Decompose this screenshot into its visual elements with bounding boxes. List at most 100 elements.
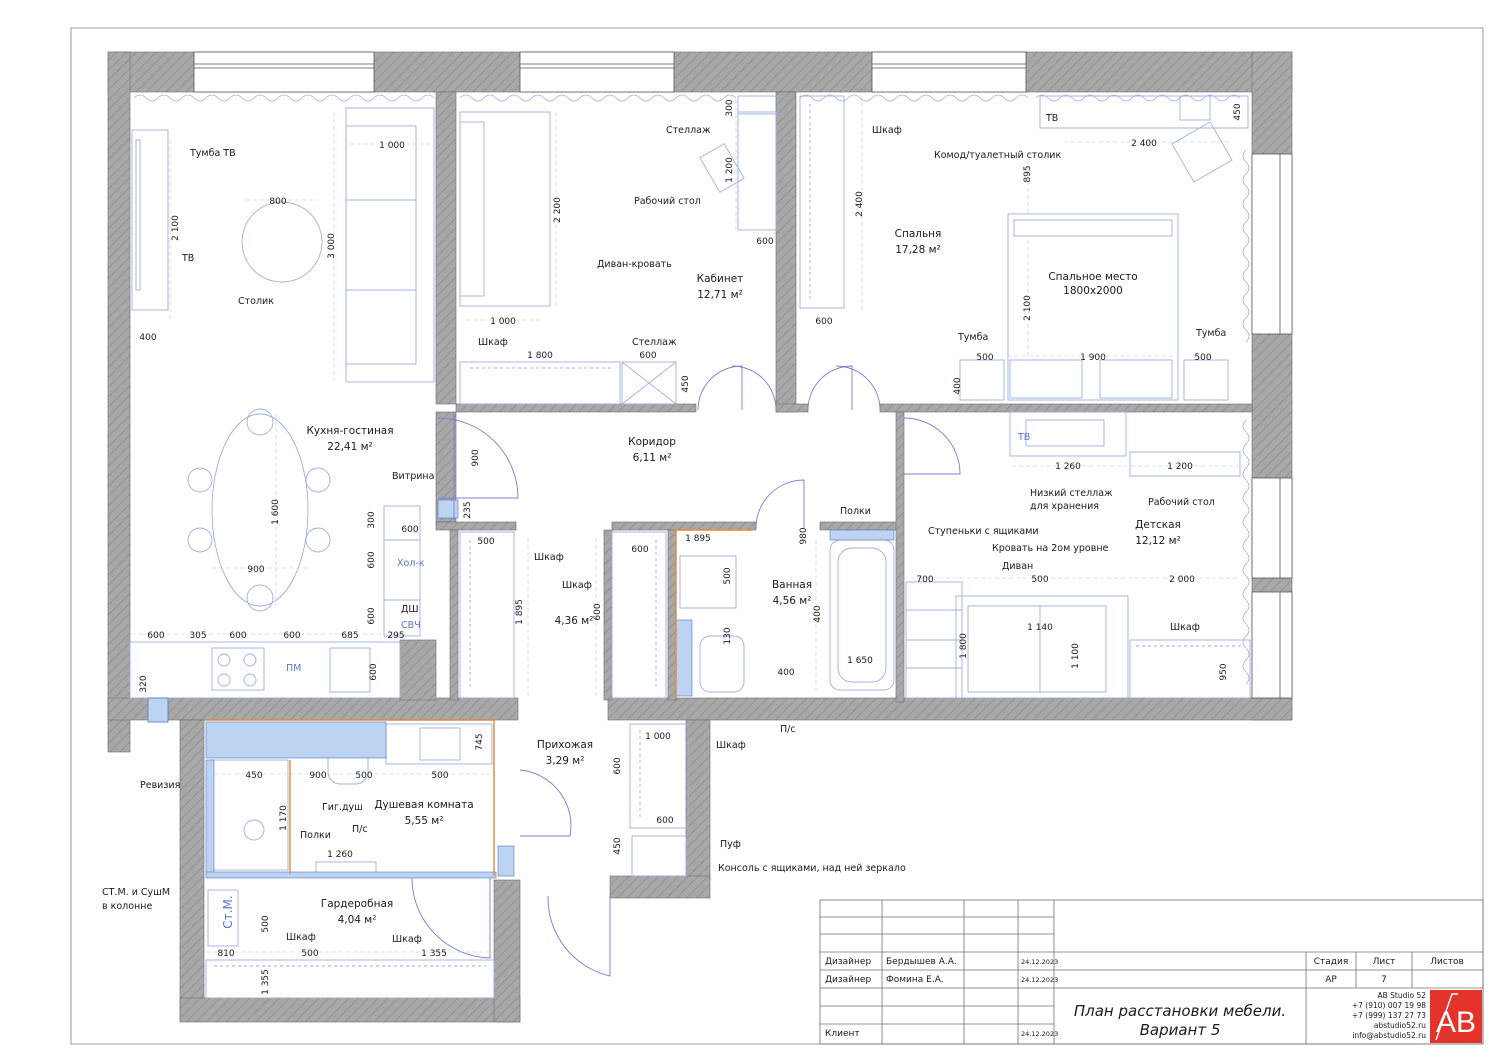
furniture-label: Тумба: [1195, 328, 1226, 339]
furniture-label: Хол-к: [397, 558, 425, 569]
stage-value: АР: [1325, 975, 1337, 985]
room-name: Гардеробная: [321, 898, 393, 910]
furniture-label: СВЧ: [401, 620, 421, 631]
dimension-value: 450: [245, 771, 262, 781]
furniture-label: Витрина: [392, 471, 434, 482]
dimension-value: 700: [916, 575, 933, 585]
dimension-value: 2 000: [1169, 575, 1195, 585]
dimension-value: 810: [217, 949, 234, 959]
dimension-value: 600: [369, 663, 379, 680]
furniture: [129, 95, 1251, 999]
room-area: 4,56 м²: [773, 595, 812, 607]
dimension-value: 1 800: [527, 351, 553, 361]
dimension-value: 500: [976, 353, 993, 363]
dimension-value: 450: [1233, 103, 1243, 120]
furniture-label: П/с: [780, 724, 796, 735]
dimension-value: 320: [139, 675, 149, 692]
dimension-value: 3 000: [327, 233, 337, 259]
dimension-value: 600: [401, 525, 418, 535]
furniture-label: Шкаф: [562, 580, 592, 591]
dimension-value: 600: [147, 631, 164, 641]
sheet-title-line2: Вариант 5: [1140, 1021, 1221, 1039]
room-area: 4,04 м²: [338, 914, 377, 926]
col-stage-header: Стадия: [1314, 957, 1349, 967]
furniture-label: Шкаф: [716, 740, 746, 751]
furniture-label: ДШ: [401, 604, 419, 615]
dimension-value: 600: [367, 551, 377, 568]
brand-logo: AB: [1430, 990, 1482, 1043]
tiles: [205, 499, 895, 879]
dimension-value: 500: [301, 949, 318, 959]
furniture-label: Рабочий стол: [1148, 497, 1215, 508]
dimension-value: 2 100: [171, 215, 181, 241]
dimension-value: 600: [639, 351, 656, 361]
dimension-value: 900: [247, 565, 264, 575]
dimension-value: 305: [189, 631, 206, 641]
dimension-value: 800: [269, 197, 286, 207]
furniture-label: ТВ: [1045, 113, 1058, 124]
room-name: Коридор: [628, 436, 676, 448]
furniture-label: Пуф: [720, 839, 741, 850]
furniture-label: СТ.М. и СушМ: [102, 887, 170, 898]
dimension-value: 600: [613, 757, 623, 774]
dimension-value: 600: [229, 631, 246, 641]
dimension-value: 900: [309, 771, 326, 781]
client-date: 24.12.2023: [1021, 1030, 1058, 1038]
furniture-label: Ст.М.: [221, 895, 235, 928]
column: [147, 697, 169, 723]
furniture-label: Шкаф: [392, 934, 422, 945]
furniture-label: Комод/туалетный столик: [934, 150, 1061, 161]
dimension-value: 500: [261, 915, 271, 932]
brand-logo-text: AB: [1436, 1006, 1476, 1039]
dimension-value: 1 650: [847, 656, 873, 666]
dimension-value: 600: [283, 631, 300, 641]
dimension-value: 300: [725, 99, 735, 116]
dimension-value: 500: [723, 567, 733, 584]
dimension-value: 235: [463, 501, 473, 518]
dimension-value: 400: [813, 605, 823, 622]
tile-edges: [204, 529, 752, 876]
dimension-value: 895: [1023, 165, 1033, 182]
dimension-value: 1 900: [1080, 353, 1106, 363]
title-block: Стадия Лист Листов АР 7 Дизайнер Бердыше…: [819, 899, 1484, 1045]
dimension-value: 2 100: [1023, 295, 1033, 321]
room-area: 12,12 м²: [1135, 535, 1181, 547]
dimension-value: 1 200: [725, 157, 735, 183]
dimension-value: 1 260: [327, 850, 353, 860]
furniture-label: Ступеньки с ящиками: [928, 526, 1039, 537]
room-name: Прихожая: [537, 739, 593, 751]
furniture-label: Тумба ТВ: [189, 148, 236, 159]
furniture-label: в колонне: [102, 901, 152, 912]
room-area: 5,55 м²: [405, 815, 444, 827]
room-name: Кабинет: [697, 273, 744, 285]
furniture-label: Диван-кровать: [597, 259, 672, 270]
designer-date-1: 24.12.2023: [1021, 958, 1058, 966]
furniture-label: для хранения: [1030, 501, 1099, 512]
dimension-value: 500: [431, 771, 448, 781]
bed-label: Спальное место: [1048, 271, 1137, 283]
dimension-value: 1 000: [379, 141, 405, 151]
furniture-label: Шкаф: [534, 552, 564, 563]
room-area: 3,29 м²: [546, 755, 585, 767]
dimension-value: 1 140: [1027, 623, 1053, 633]
dimension-value: 1 200: [1167, 462, 1193, 472]
room-name: Кухня-гостиная: [306, 425, 393, 437]
furniture-label: Шкаф: [286, 932, 316, 943]
furniture-label: Гиг.душ: [322, 802, 363, 813]
room-name: Ванная: [772, 579, 812, 591]
dimension-value: 1 355: [421, 949, 447, 959]
dimension-value: 500: [477, 537, 494, 547]
client-label: Клиент: [825, 1029, 860, 1039]
company-name: AB Studio 52: [1378, 991, 1427, 1000]
dimension-value: 1 000: [645, 732, 671, 742]
dimension-value: 1 895: [685, 534, 711, 544]
furniture-label: ТВ: [1017, 432, 1030, 443]
dimension-value: 400: [777, 668, 794, 678]
dimension-value: 1 100: [1071, 643, 1081, 669]
dimension-value: 500: [1031, 575, 1048, 585]
furniture-label: Шкаф: [1170, 622, 1200, 633]
dimension-value: 1 355: [261, 969, 271, 995]
